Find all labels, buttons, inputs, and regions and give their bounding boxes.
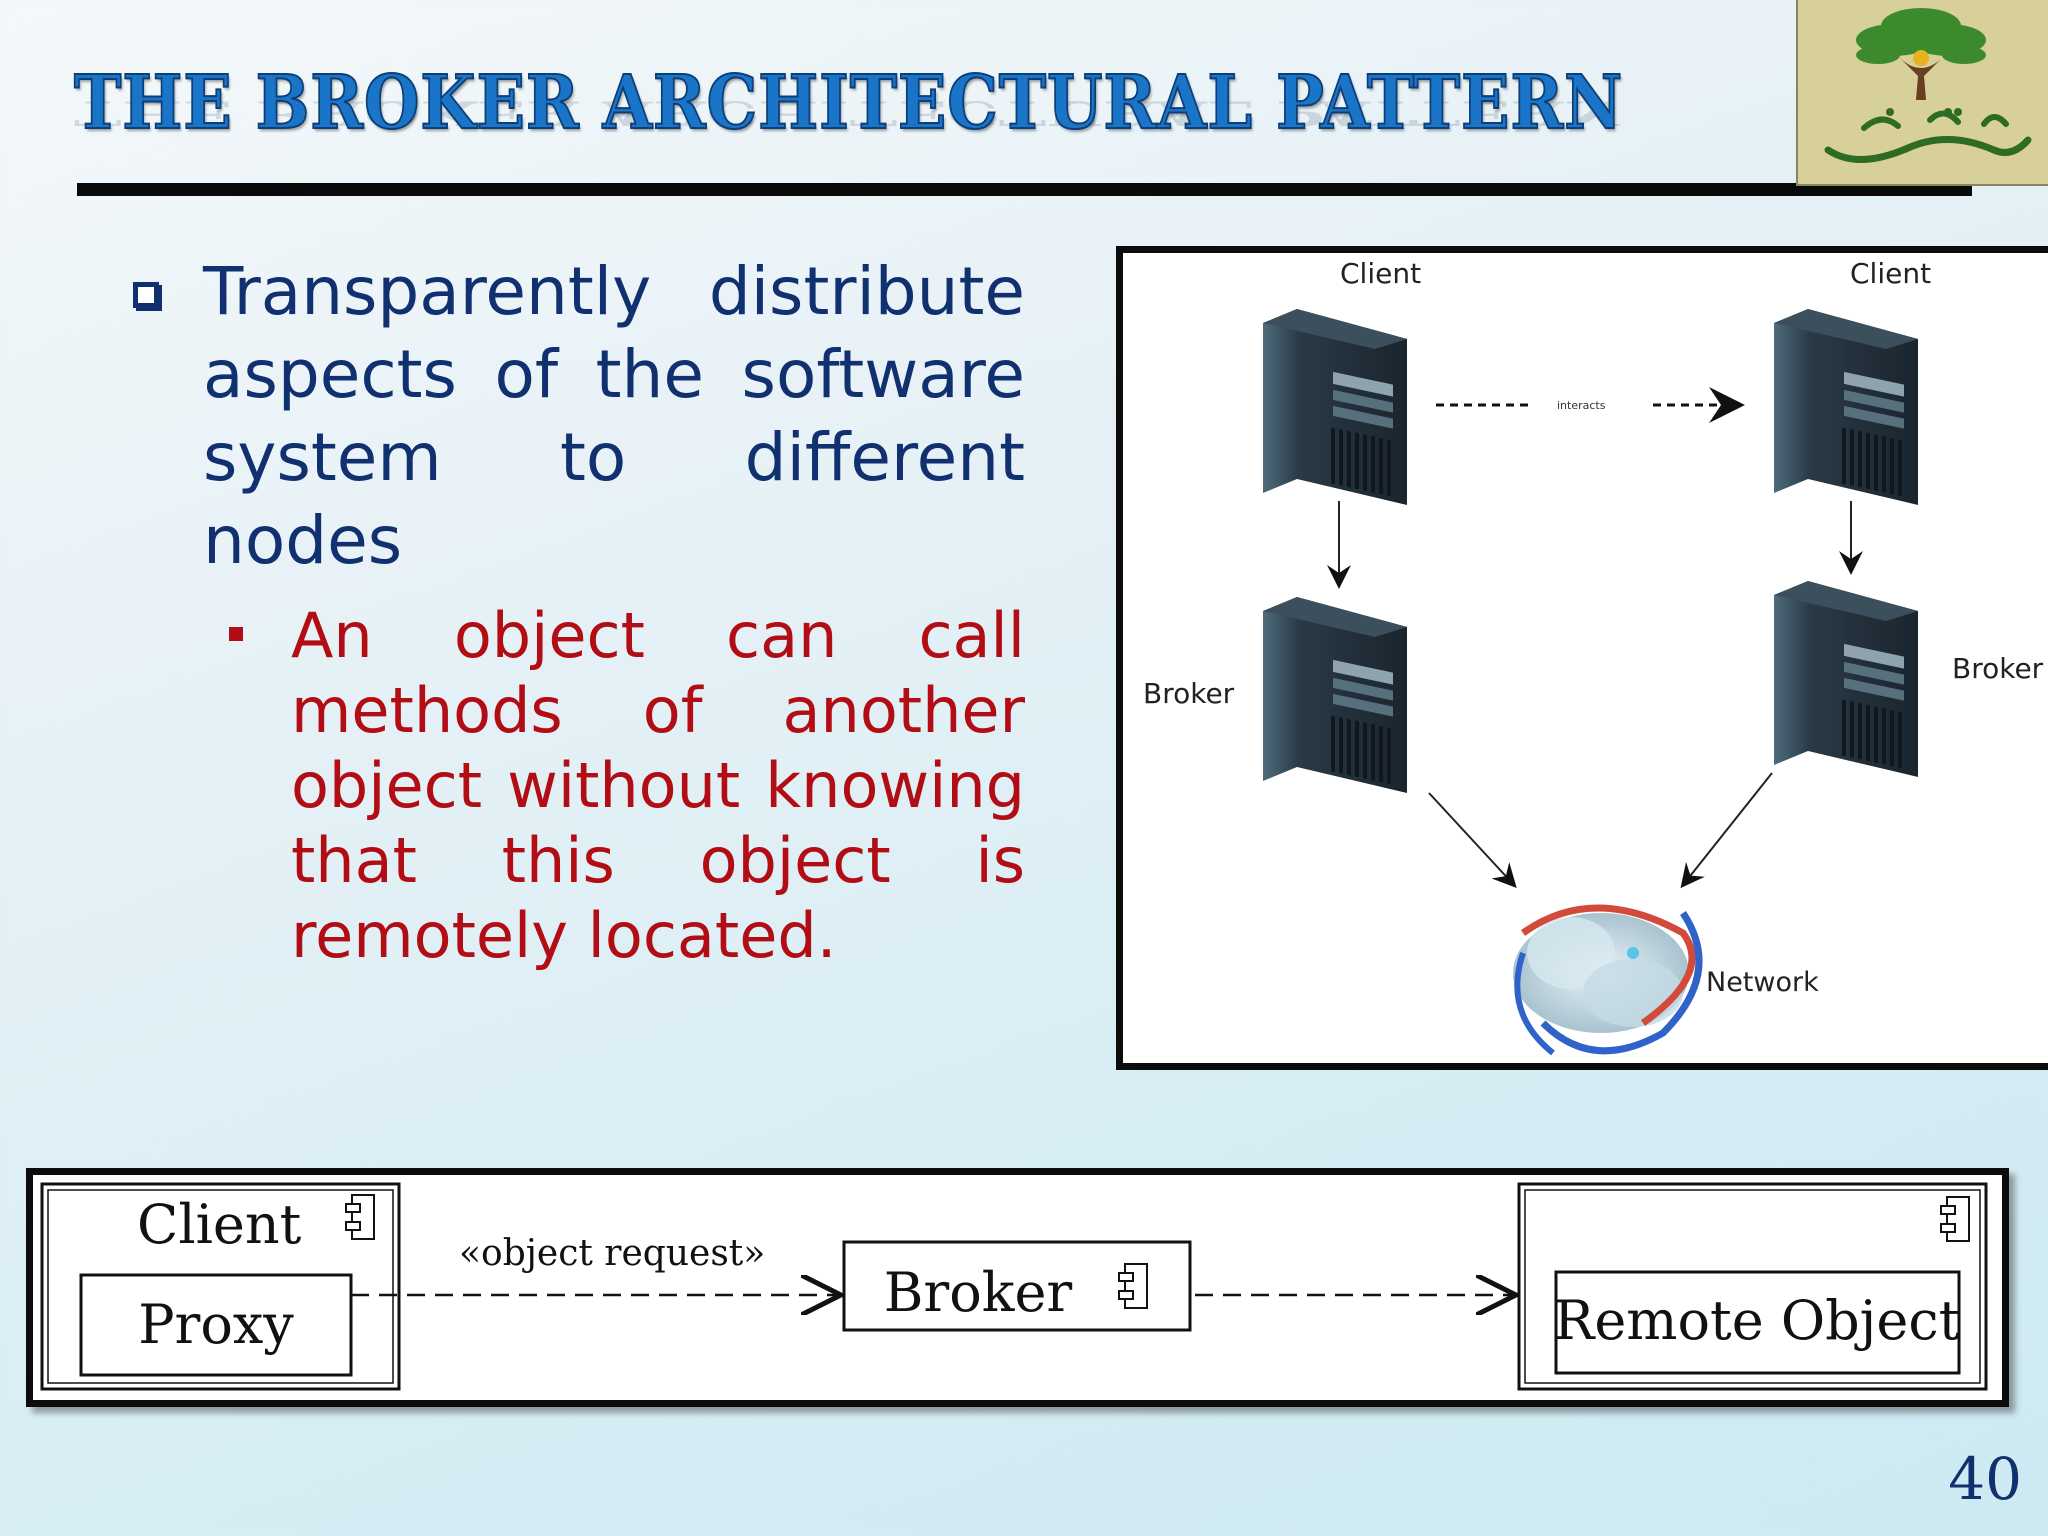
proxy-label: Proxy	[138, 1293, 294, 1356]
remote-object-label: Remote Object	[1554, 1289, 1961, 1352]
bullet-sub: An object can call methods of another ob…	[229, 598, 1025, 973]
broker-label: Broker	[884, 1261, 1073, 1324]
logo-icon	[1796, 0, 2048, 186]
title-underline	[77, 183, 1972, 196]
bullet-main-text: Transparently distribute aspects of the …	[203, 253, 1025, 579]
bullet-list: Transparently distribute aspects of the …	[125, 250, 1025, 973]
component-client-label: Client	[137, 1193, 302, 1256]
server-icon	[1263, 309, 1407, 505]
square-bullet-icon	[229, 627, 243, 641]
label-broker-right: Broker	[1952, 652, 2044, 685]
server-icon	[1774, 581, 1918, 777]
label-client-right: Client	[1850, 257, 1931, 290]
page-number: 40	[1948, 1445, 2022, 1513]
label-client-left: Client	[1340, 257, 1421, 290]
network-diagram: Client Client interacts Broker Broker Ne…	[1116, 246, 2048, 1070]
label-broker-left: Broker	[1143, 677, 1235, 710]
bullet-main: Transparently distribute aspects of the …	[125, 250, 1025, 582]
network-icon	[1513, 904, 1703, 1056]
component-diagram: Client Proxy «object request» Broker Rem…	[26, 1168, 2009, 1407]
server-icon	[1263, 597, 1407, 793]
bullet-sub-text: An object can call methods of another ob…	[291, 599, 1025, 972]
label-network: Network	[1706, 967, 1819, 998]
object-request-label: «object request»	[459, 1233, 765, 1274]
server-icon	[1774, 309, 1918, 505]
label-interacts: interacts	[1557, 399, 1606, 412]
slide-title: THE BROKER ARCHITECTURAL PATTERN	[73, 59, 1624, 147]
checkbox-bullet-icon	[133, 282, 159, 308]
